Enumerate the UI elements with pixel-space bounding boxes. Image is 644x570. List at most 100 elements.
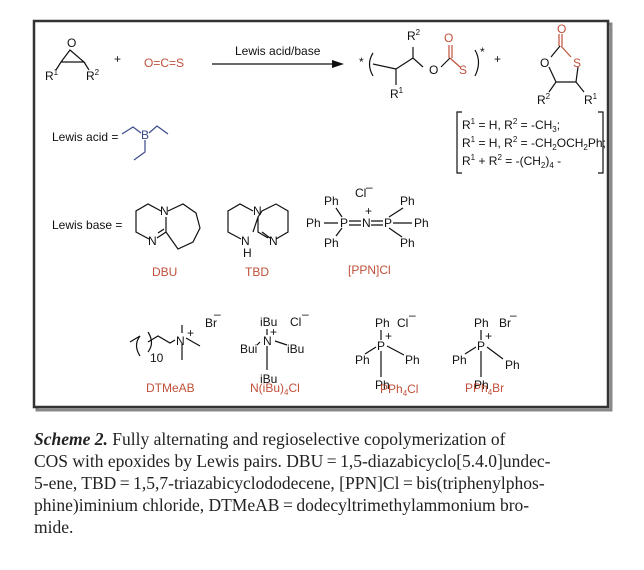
atom-n: N — [160, 204, 169, 218]
ppncl-structure: Cl – Ph Ph Ph P N + P Ph Ph Ph — [306, 180, 429, 250]
negative-charge: – — [510, 308, 517, 322]
plus-sign: + — [494, 52, 501, 66]
positive-charge: + — [485, 329, 492, 343]
r2-label: R2 — [86, 68, 100, 83]
atom-p: P — [384, 216, 392, 230]
isobutyl-label: iBu — [260, 315, 277, 329]
pph4cl-structure: Ph Cl – P + Ph Ph Ph — [355, 308, 420, 392]
tbd-structure: N N H N — [227, 203, 289, 260]
bromide-ion: Br — [205, 316, 217, 330]
negative-charge: – — [409, 308, 416, 322]
atom-n: N — [269, 234, 278, 248]
positive-charge: + — [270, 325, 277, 339]
pph4br-structure: Ph Br – P + Ph Ph Ph — [452, 308, 520, 392]
phenyl-label: Ph — [324, 194, 339, 208]
phenyl-label: Ph — [375, 378, 390, 392]
atom-n: N — [176, 334, 185, 348]
pph4br-label: PPh4Br — [465, 381, 504, 397]
negative-charge: – — [214, 307, 221, 321]
r1-label: R1 — [45, 68, 59, 83]
carbonyl-o: O — [444, 31, 453, 45]
nibu4cl-label: N(iBu)4Cl — [250, 381, 300, 397]
atom-s: S — [459, 63, 467, 77]
caption-line: 5-ene, TBD = 1,5,7-triazabicyclododecene… — [34, 473, 545, 493]
atom-n: N — [362, 216, 371, 230]
scheme-number: Scheme 2. — [34, 429, 108, 449]
negative-charge: – — [302, 307, 309, 321]
positive-charge: + — [385, 329, 392, 343]
chloride-ion: Cl — [355, 186, 366, 200]
phenyl-label: Ph — [414, 216, 429, 230]
dbu-structure: N N — [135, 203, 201, 250]
ppncl-label: [PPN]Cl — [348, 263, 391, 277]
atom-o: O — [67, 36, 76, 50]
cyclic-thiocarbonate-structure: O O S R2 R1 — [537, 22, 598, 107]
dtmeab-structure: N + 10 Br – — [129, 307, 221, 365]
phenyl-label: Ph — [324, 236, 339, 250]
carbonyl-o: O — [557, 22, 566, 36]
phenyl-label: Ph — [375, 316, 390, 330]
r1-label: R1 — [390, 86, 404, 101]
reaction-condition: Lewis acid/base — [235, 44, 321, 58]
caption-text: Fully alternating and regioselective cop… — [107, 429, 506, 449]
atom-h: H — [243, 246, 252, 260]
phenyl-label: Ph — [306, 216, 321, 230]
pph4cl-label: PPh4Cl — [380, 382, 418, 398]
isobutyl-label: iBu — [287, 342, 304, 356]
phenyl-label: Ph — [505, 358, 520, 372]
r-group-list: R1 = H, R2 = -CH3; R1 = H, R2 = -CH2OCH2… — [456, 111, 606, 174]
atom-n: N — [241, 234, 250, 248]
phenyl-label: Ph — [474, 316, 489, 330]
phenyl-label: Ph — [400, 236, 415, 250]
caption-line: phine)iminium chloride, DTMeAB = dodecyl… — [34, 495, 530, 515]
tbd-label: TBD — [245, 265, 269, 279]
polymer-end-star: * — [480, 45, 485, 59]
nibu4cl-structure: iBu Cl – N + Bui iBu iBu — [240, 307, 309, 386]
chloride-ion: Cl — [290, 315, 301, 329]
r-group-line: R1 + R2 = -(CH2)4 - — [462, 153, 561, 170]
phenyl-label: Ph — [400, 194, 415, 208]
isobutyl-label: iBu — [260, 372, 277, 386]
atom-p: P — [477, 339, 485, 353]
atom-s: S — [573, 56, 581, 70]
positive-charge: + — [187, 326, 194, 340]
cos-formula: O=C=S — [144, 56, 184, 70]
atom-o: O — [429, 63, 438, 77]
atom-p: P — [377, 339, 385, 353]
caption-line: COS with epoxides by Lewis pairs. DBU = … — [34, 451, 551, 471]
isobutyl-label: Bui — [240, 342, 257, 356]
r-group-line: R1 = H, R2 = -CH3; — [462, 117, 560, 134]
negative-charge: – — [366, 180, 373, 194]
atom-n: N — [148, 234, 157, 248]
caption-line: Scheme 2. Fully alternating and regiosel… — [34, 428, 624, 450]
phenyl-label: Ph — [474, 378, 489, 392]
chloride-ion: Cl — [397, 316, 408, 330]
caption-line: mide. — [34, 517, 74, 537]
atom-n: N — [263, 334, 272, 348]
dbu-label: DBU — [152, 265, 177, 279]
lewis-acid-label: Lewis acid = — [52, 130, 118, 144]
r2-label: R2 — [537, 92, 551, 107]
phenyl-label: Ph — [355, 353, 370, 367]
polymer-structure: * * O O S R2 R1 — [359, 28, 485, 101]
r2-label: R2 — [407, 28, 421, 43]
dtmeab-label: DTMeAB — [146, 381, 195, 395]
scheme-caption: Scheme 2. Fully alternating and regiosel… — [34, 428, 624, 538]
triethylborane-structure: B — [121, 125, 169, 161]
plus-sign: + — [114, 52, 121, 66]
epoxide-structure: O R1 R2 — [45, 36, 100, 83]
phenyl-label: Ph — [452, 353, 467, 367]
reaction-arrow — [212, 60, 344, 68]
r-group-line: R1 = H, R2 = -CH2OCH2Ph; — [462, 135, 606, 152]
bromide-ion: Br — [499, 316, 511, 330]
phenyl-label: Ph — [405, 353, 420, 367]
polymer-end-star: * — [359, 55, 364, 69]
atom-n: N — [253, 204, 262, 218]
lewis-base-label: Lewis base = — [52, 218, 122, 232]
atom-p: P — [340, 216, 348, 230]
atom-o: O — [540, 56, 549, 70]
positive-charge: + — [365, 204, 372, 218]
atom-b: B — [141, 128, 149, 142]
repeat-count: 10 — [150, 351, 164, 365]
